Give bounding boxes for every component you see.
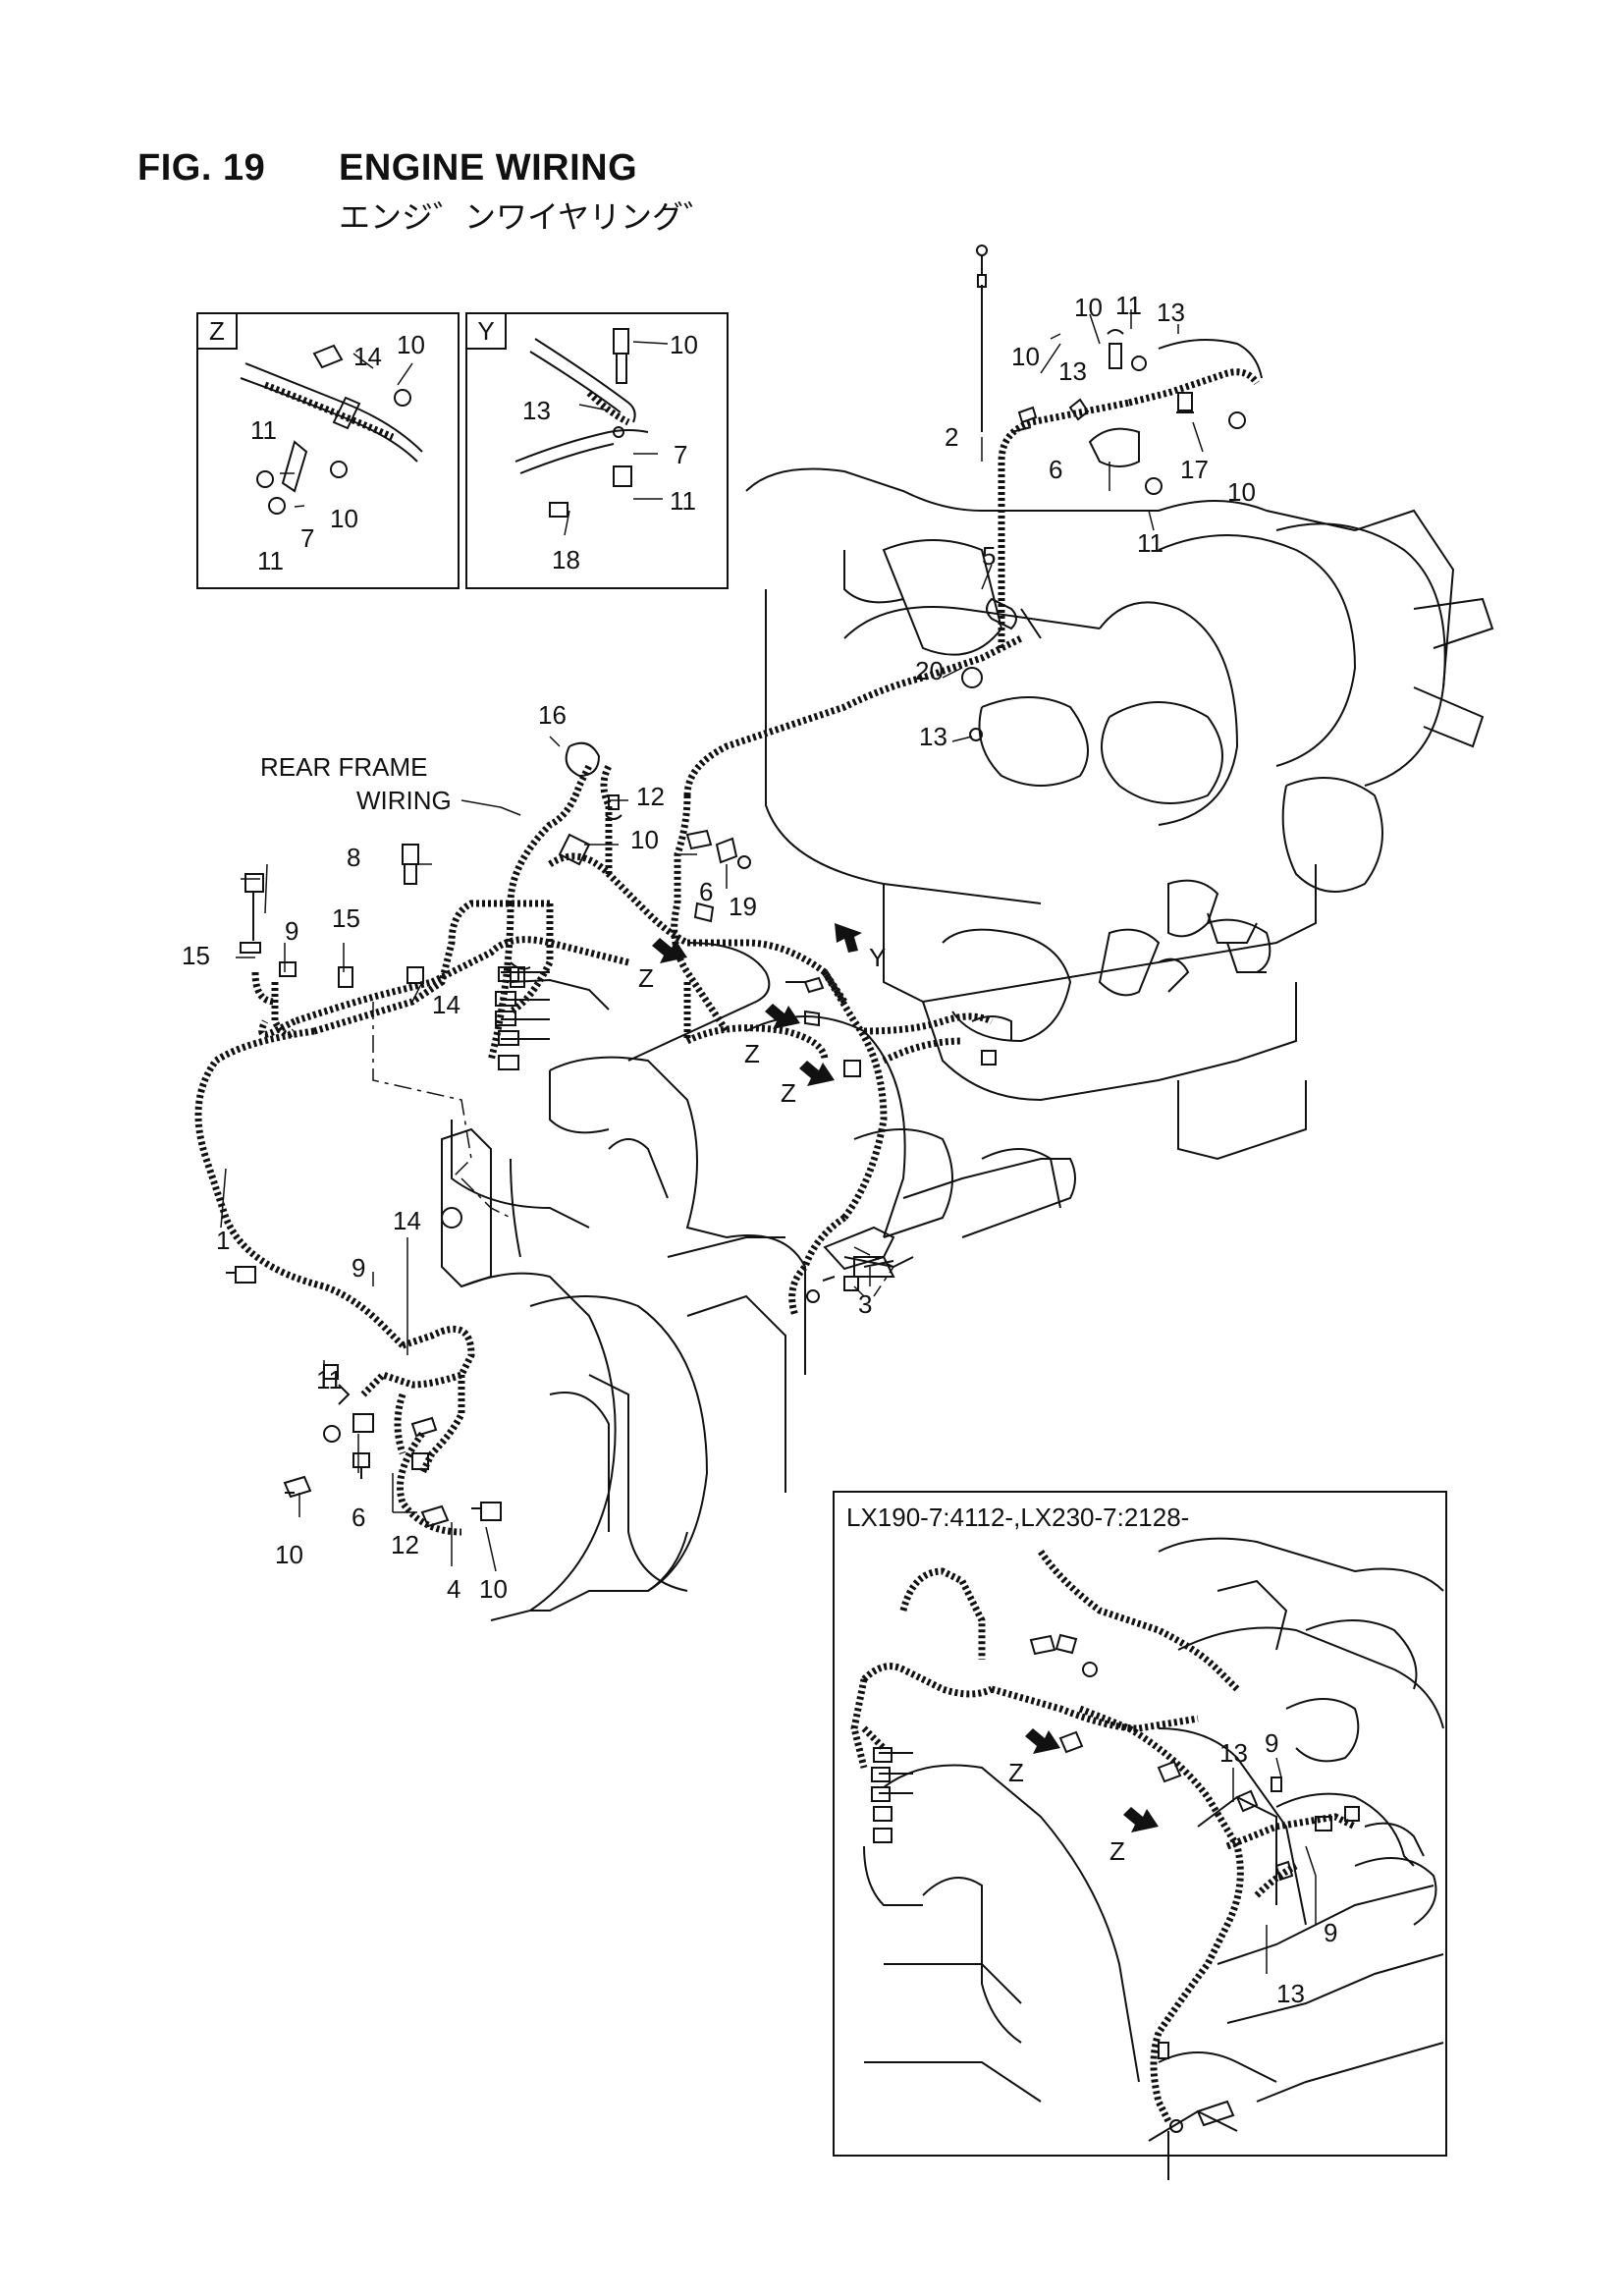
inset-y-label-7: 7 [674, 440, 688, 469]
part-label-10-top-a: 10 [1074, 293, 1103, 322]
part-label-6-top: 6 [1049, 455, 1063, 484]
part-label-12-bottom: 12 [391, 1530, 419, 1559]
variant-label-13-top: 13 [1219, 1738, 1248, 1768]
part-label-10-bottom-left: 10 [275, 1540, 303, 1569]
variant-inset-frame [833, 1491, 1447, 2157]
part-label-14-bottom: 14 [393, 1206, 421, 1235]
part-label-20: 20 [915, 656, 944, 685]
part-label-1: 1 [216, 1226, 231, 1255]
inset-y-tag: Y [467, 314, 507, 350]
part-label-11-top: 11 [1115, 291, 1142, 320]
view-label-z-a: Z [638, 963, 654, 993]
inset-y-frame [465, 312, 729, 589]
inset-z-label-11-bottom: 11 [257, 546, 284, 575]
part-label-15-left: 15 [182, 941, 210, 970]
figure-number: FIG. 19 [137, 147, 266, 189]
variant-inset-drawing [850, 1537, 1444, 2180]
variant-label-9-top: 9 [1265, 1728, 1279, 1758]
part-label-14-left: 14 [432, 990, 460, 1019]
inset-z-label-10-bottom: 10 [330, 504, 358, 533]
inset-z-label-7: 7 [300, 523, 315, 553]
main-wiring-harness [194, 368, 1260, 1536]
part-label-10-right: 10 [1227, 477, 1256, 507]
view-label-y: Y [869, 943, 887, 972]
part-label-13-top-b: 13 [1058, 356, 1087, 386]
part-label-19: 19 [729, 892, 757, 921]
part-label-5: 5 [982, 541, 997, 571]
variant-label-9-bottom: 9 [1324, 1918, 1338, 1947]
view-label-z-c: Z [781, 1078, 796, 1108]
view-label-z-b: Z [744, 1039, 760, 1068]
figure-title-japanese: エンジ゛ンワイヤリング゛ [339, 199, 716, 235]
part-label-3: 3 [858, 1289, 873, 1319]
part-label-4: 4 [447, 1574, 461, 1604]
part-label-16: 16 [538, 700, 567, 730]
figure-title: ENGINE WIRING [339, 147, 638, 189]
hardware-parts [226, 245, 1263, 1528]
part-label-6-mid: 6 [699, 877, 714, 906]
inset-z-label-11-top: 11 [250, 415, 277, 445]
variant-label-13-bottom: 13 [1276, 1979, 1305, 2008]
engine-body-outline [372, 467, 1494, 1621]
variant-label-z-1: Z [1008, 1758, 1024, 1787]
inset-y-label-13: 13 [522, 396, 551, 425]
variant-label-z-2: Z [1109, 1836, 1125, 1866]
part-label-11-right: 11 [1137, 528, 1163, 558]
callout-arrows [652, 923, 862, 1086]
part-label-6-bottom: 6 [352, 1503, 366, 1532]
part-label-15-right: 15 [332, 903, 360, 933]
inset-y-label-18: 18 [552, 545, 580, 574]
part-label-13-mid: 13 [919, 722, 947, 751]
leader-lines [220, 309, 1204, 1572]
part-label-11-bottom: 11 [316, 1365, 343, 1394]
part-label-2: 2 [945, 422, 959, 452]
inset-z-frame [196, 312, 460, 589]
part-label-9-bottom: 9 [352, 1253, 366, 1283]
inset-z-drawing [240, 344, 423, 515]
part-label-9-top: 9 [285, 916, 299, 946]
inset-y-drawing [514, 328, 669, 536]
part-label-10-bottom-right: 10 [479, 1574, 508, 1604]
part-label-12-mid: 12 [636, 782, 665, 811]
inset-y-label-11: 11 [670, 486, 696, 516]
part-label-17: 17 [1180, 455, 1209, 484]
rear-frame-wiring-label-line2: WIRING [356, 786, 452, 815]
inset-z-label-10: 10 [397, 330, 425, 359]
part-label-13-top-a: 13 [1157, 298, 1185, 327]
variant-inset-caption: LX190-7:4112-,LX230-7:2128- [846, 1503, 1190, 1532]
inset-z-label-14: 14 [353, 342, 382, 371]
part-label-10-top-b: 10 [1011, 342, 1040, 371]
part-label-8: 8 [347, 843, 361, 872]
rear-frame-wiring-label-line1: REAR FRAME [260, 752, 428, 782]
inset-y-label-10: 10 [670, 330, 698, 359]
part-label-10-mid: 10 [630, 825, 659, 854]
inset-z-tag: Z [198, 314, 238, 350]
